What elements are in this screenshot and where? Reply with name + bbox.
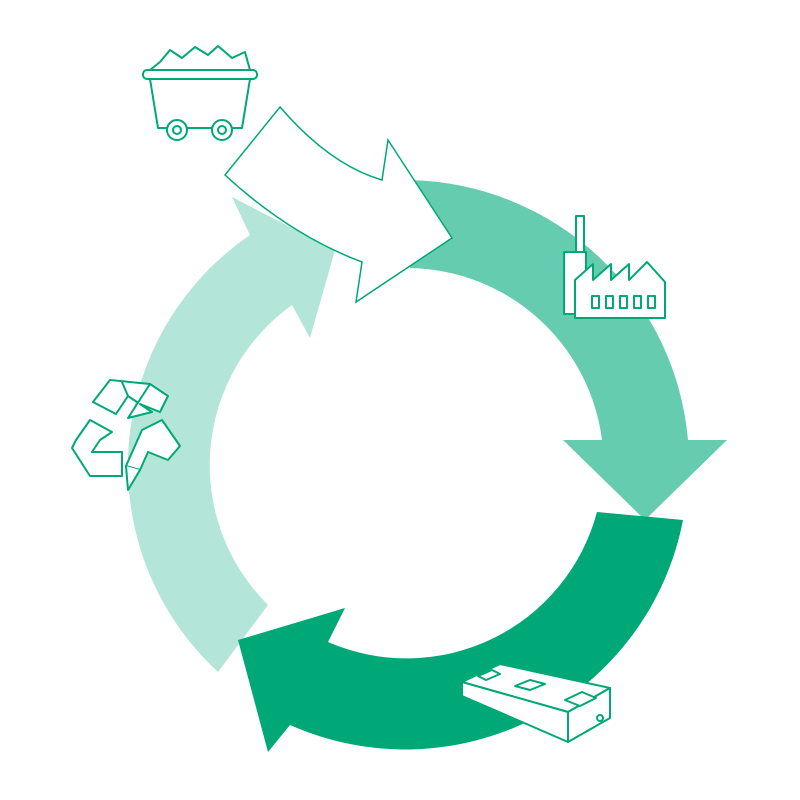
- factory-icon: [563, 215, 666, 319]
- battery-box-icon: [461, 663, 611, 743]
- cycle-arrow-recycle: [127, 197, 336, 672]
- recycle-icon: [71, 379, 181, 491]
- mining-cart-icon: [142, 45, 258, 141]
- cycle-arrow-manufacture: [410, 180, 727, 520]
- raw-material-input-arrow: [223, 105, 454, 304]
- cycle-arrow-use: [238, 512, 683, 752]
